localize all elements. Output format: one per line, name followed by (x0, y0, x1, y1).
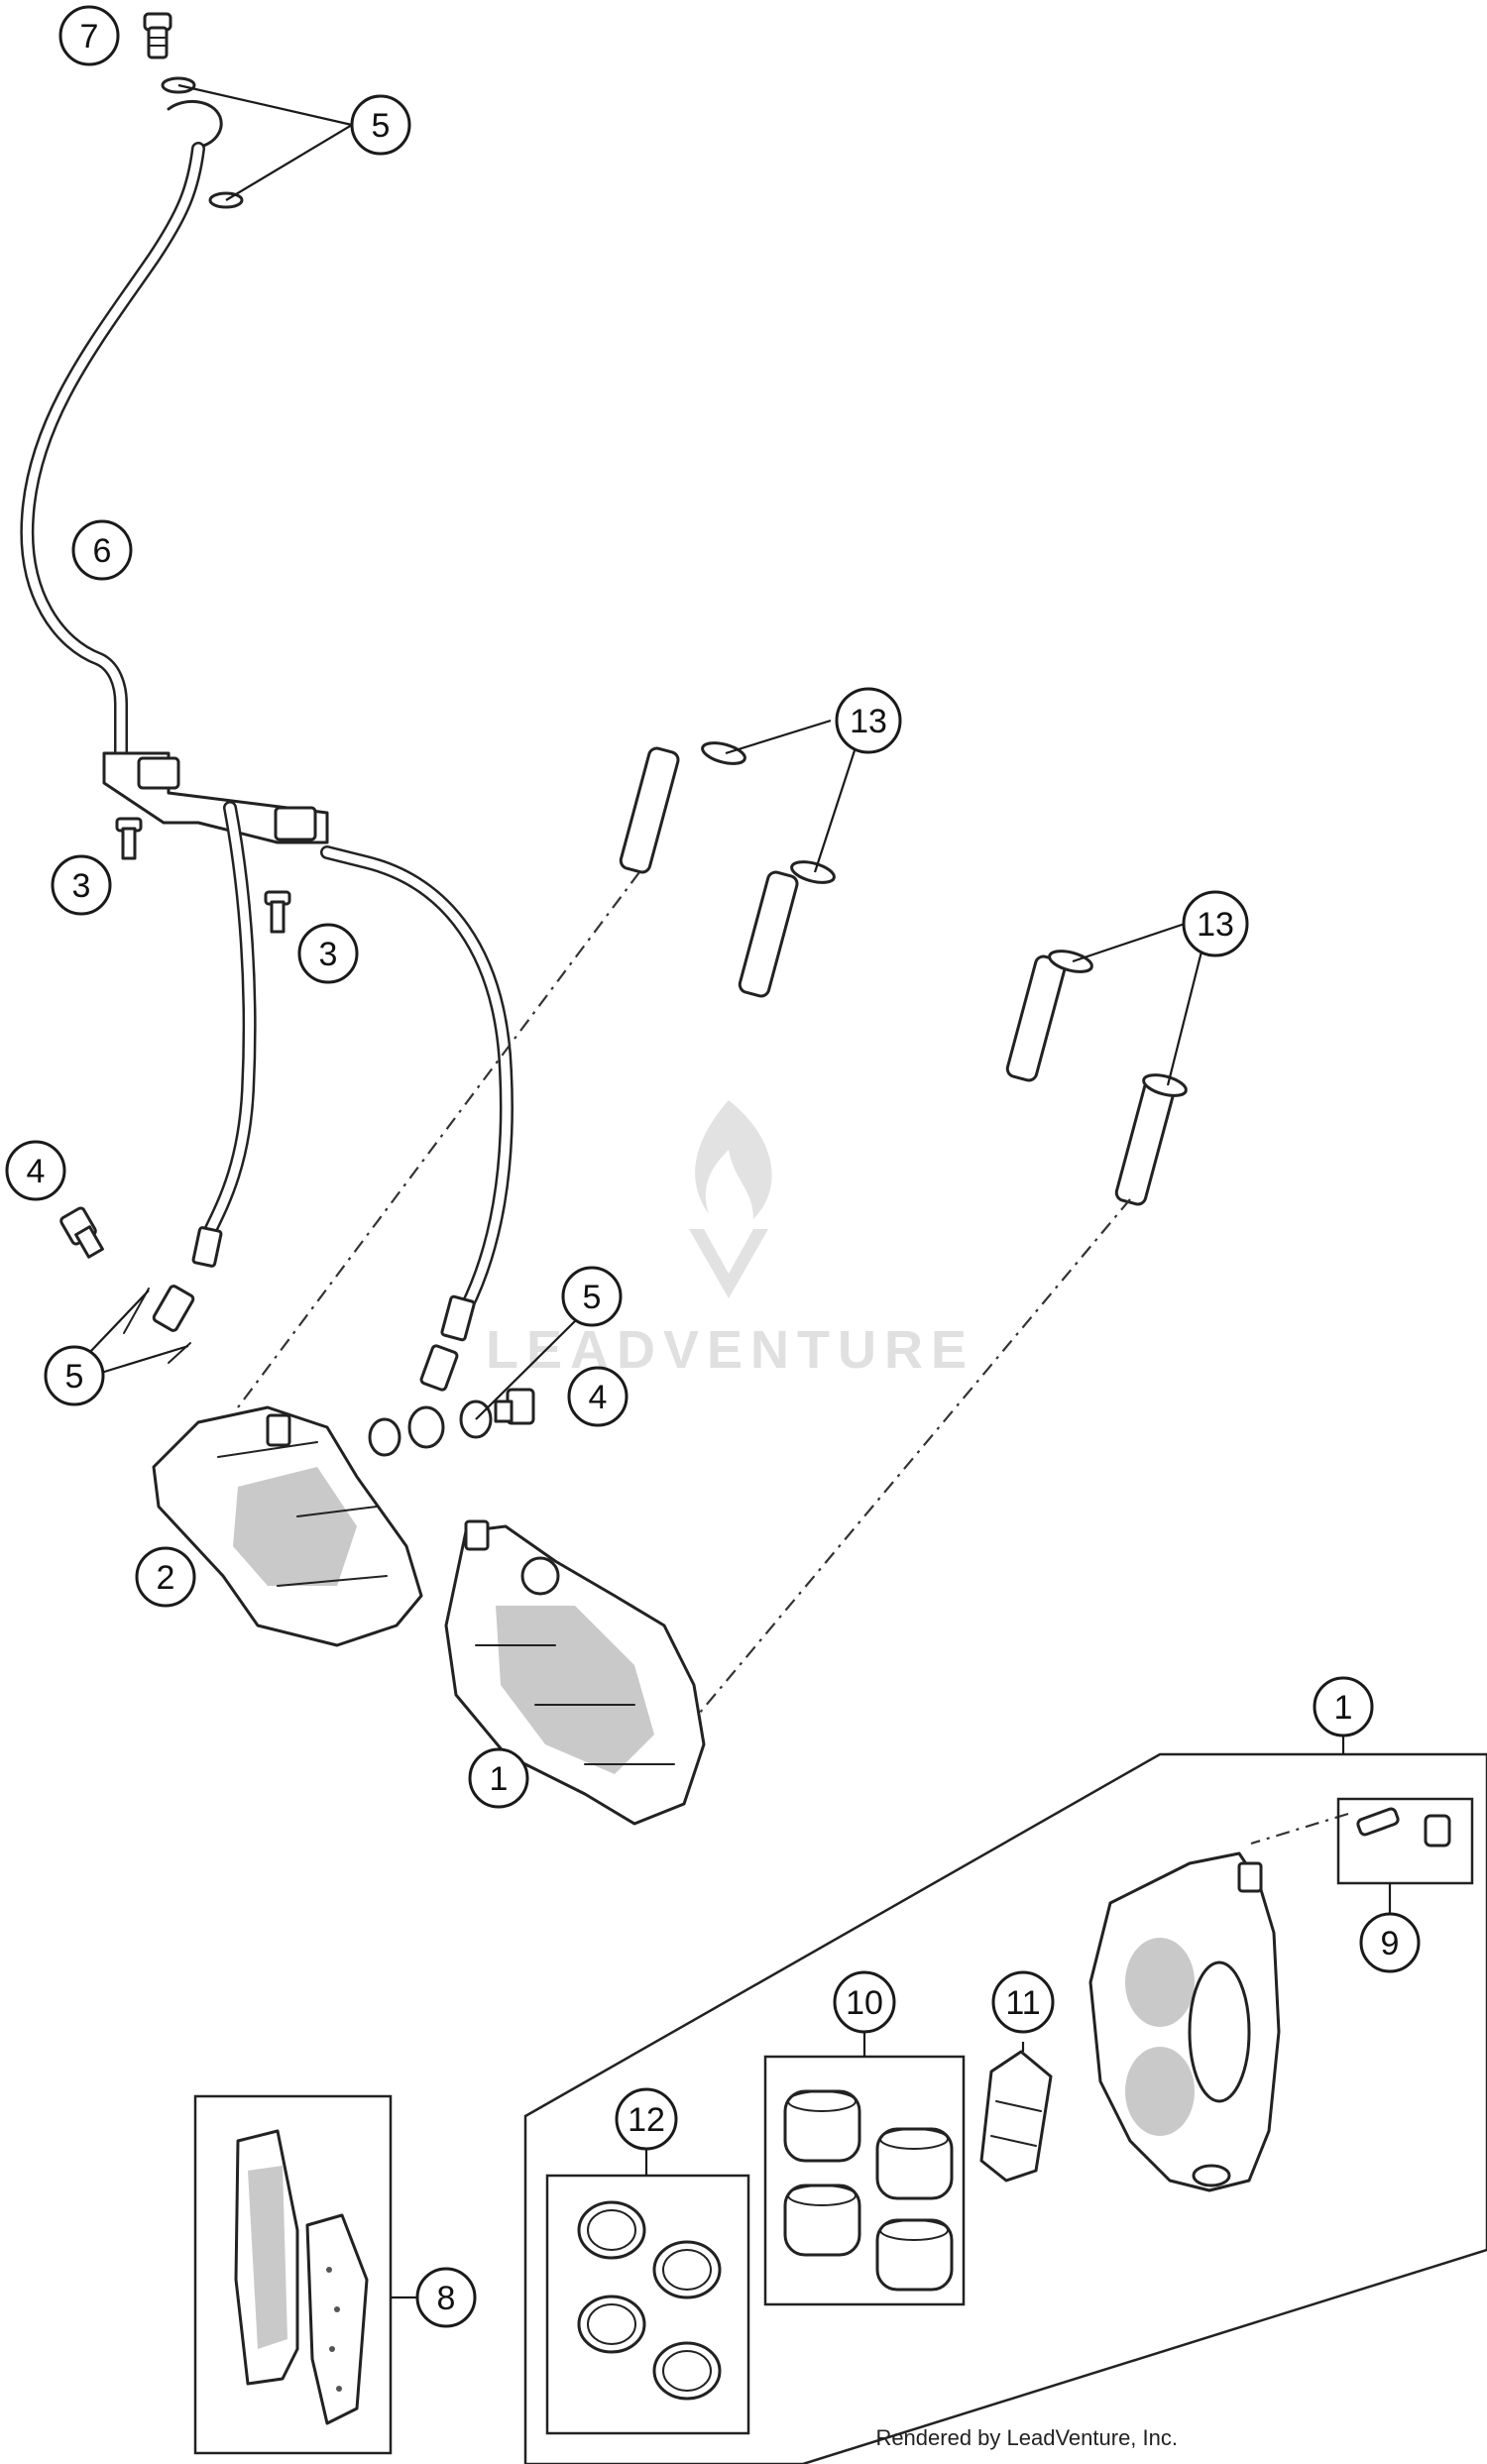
callout-13-upper: 13 (835, 687, 902, 754)
callout-11: 11 (991, 1970, 1055, 2034)
alignment-line-bleeder (1250, 1812, 1349, 1846)
svg-text:12: 12 (628, 2101, 665, 2139)
caliper-housing-part (1088, 1851, 1281, 2192)
callout-2: 2 (135, 1546, 196, 1608)
svg-text:7: 7 (80, 18, 99, 56)
callout-6: 6 (71, 519, 133, 581)
svg-text:11: 11 (1005, 1984, 1040, 2022)
caliper-bracket-part (152, 1405, 423, 1647)
alignment-line-left (237, 871, 640, 1408)
callout-5-center: 5 (561, 1266, 623, 1327)
callout-7: 7 (58, 5, 120, 66)
brake-pad-part-2 (305, 2213, 369, 2425)
piston-part-3 (783, 2184, 861, 2257)
callout-4-center: 4 (567, 1366, 629, 1427)
callout-1-kit: 1 (1313, 1676, 1374, 1737)
banjo-bolt-part (143, 12, 172, 59)
guide-pin-part-1 (619, 741, 746, 874)
svg-text:1: 1 (1334, 1689, 1353, 1727)
alignment-line-right (693, 1198, 1131, 1721)
seal-part-2 (652, 2240, 722, 2299)
callout-9: 9 (1359, 1912, 1421, 1973)
bolt-part-1 (115, 817, 143, 860)
watermark-brand: LEADVENTURE (486, 1320, 974, 1380)
svg-text:9: 9 (1381, 1925, 1400, 1962)
svg-text:2: 2 (157, 1559, 175, 1597)
bleeder-set-box (1336, 1797, 1474, 1885)
svg-text:6: 6 (93, 532, 112, 570)
callout-8: 8 (415, 2267, 477, 2328)
callout-10: 10 (833, 1970, 896, 2034)
caliper-kit-outline (523, 1752, 1487, 2464)
render-credit: Rendered by LeadVenture, Inc. (875, 2425, 1178, 2450)
callout-5-top: 5 (350, 94, 411, 156)
flame-logo-icon (695, 1100, 772, 1219)
sealing-ring-center-2 (407, 1405, 445, 1449)
seals-box (545, 2174, 750, 2435)
seal-part-4 (652, 2341, 722, 2401)
callout-3-left: 3 (51, 854, 112, 916)
seal-part-3 (577, 2295, 646, 2354)
callout-1-caliper: 1 (468, 1747, 529, 1809)
svg-text:5: 5 (583, 1279, 602, 1316)
guide-pin-part-2 (738, 860, 836, 998)
svg-text:5: 5 (65, 1358, 84, 1396)
bleeder-screw-part-center (494, 1388, 535, 1425)
svg-text:13: 13 (850, 703, 887, 740)
callout-4-left: 4 (5, 1140, 66, 1201)
svg-text:10: 10 (846, 1984, 883, 2022)
svg-text:13: 13 (1197, 906, 1234, 944)
callout-12: 12 (615, 2087, 678, 2151)
brake-pads-box (193, 2094, 393, 2455)
svg-text:8: 8 (437, 2280, 456, 2317)
bleeder-valve-part (1356, 1807, 1451, 1848)
guide-pin-part-4 (1114, 1073, 1188, 1206)
piston-part-4 (875, 2218, 954, 2292)
upper-brake-hose-part (20, 99, 514, 1392)
callout-3-right: 3 (297, 923, 359, 984)
bolt-part-2 (264, 890, 291, 934)
brake-pad-part-1 (234, 2129, 299, 2386)
bleeder-screw-part-left (59, 1206, 104, 1259)
svg-text:4: 4 (589, 1379, 608, 1416)
guide-pin-part-3 (1005, 950, 1093, 1082)
svg-text:5: 5 (372, 107, 391, 145)
caliper-part (444, 1519, 706, 1826)
svg-text:3: 3 (72, 867, 91, 905)
seal-part-1 (577, 2200, 646, 2260)
leader-lines (88, 83, 1392, 2299)
piston-part-1 (783, 2089, 861, 2163)
callout-5-left: 5 (44, 1345, 105, 1406)
spring-clip-part (979, 2050, 1053, 2183)
svg-text:4: 4 (27, 1153, 46, 1190)
sealing-ring-center-1 (368, 1417, 401, 1457)
callout-13-lower: 13 (1182, 890, 1249, 957)
svg-text:1: 1 (490, 1760, 509, 1798)
svg-text:3: 3 (319, 936, 338, 973)
v-logo-icon (689, 1229, 768, 1298)
piston-part-2 (875, 2127, 954, 2200)
